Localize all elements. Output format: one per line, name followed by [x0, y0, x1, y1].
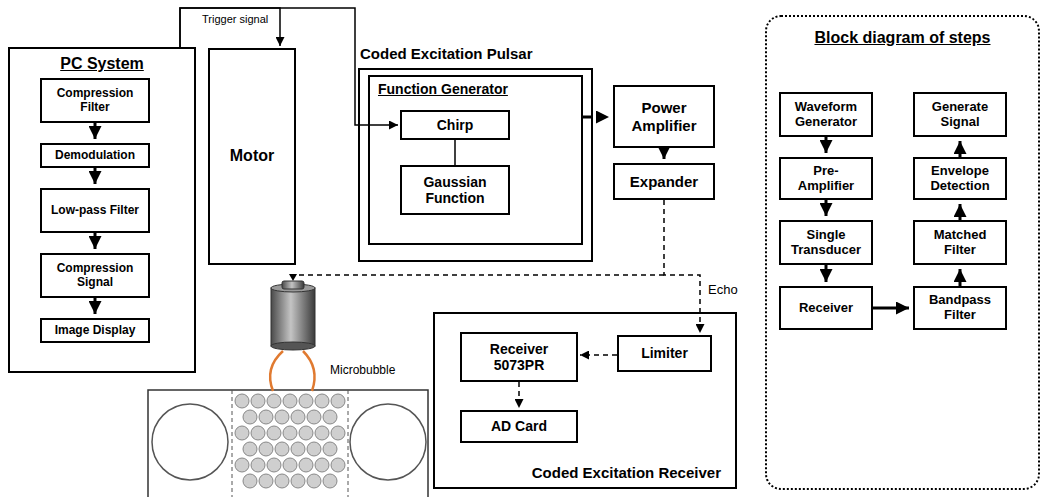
- panel-heading: Function Generator: [378, 81, 508, 97]
- expander-wire: [289, 274, 664, 281]
- process-box: Compression Signal: [40, 253, 150, 298]
- connector: [94, 298, 97, 314]
- step-box: Bandpass Filter: [913, 286, 1007, 330]
- box-text: Compression Signal: [47, 262, 143, 290]
- edge-label: Echo: [706, 283, 740, 298]
- process-box: AD Card: [460, 410, 578, 443]
- process-box: Receiver 5073PR: [460, 332, 578, 382]
- ultrasound-beam: [270, 351, 314, 391]
- system-panel: PC SystemCompression FilterDemodulationL…: [8, 47, 196, 373]
- part-label: Microbubble: [328, 364, 397, 378]
- receiver-panel: Coded Excitation Receiver Receiver 5073PR…: [433, 312, 737, 489]
- process-box: Chirp: [400, 110, 510, 140]
- connector: [454, 140, 456, 165]
- panel-heading: Coded Excitation Receiver: [532, 464, 721, 481]
- tube: [148, 390, 428, 497]
- connector: [825, 137, 828, 153]
- box-text: Low-pass Filter: [51, 204, 139, 218]
- connector: [959, 204, 962, 220]
- dashed-connector: [518, 382, 520, 408]
- step-box: Matched Filter: [913, 220, 1007, 265]
- box-text: Envelope Detection: [920, 164, 1000, 194]
- connector: [663, 148, 666, 159]
- box-text: Single Transducer: [786, 228, 866, 258]
- box-text: Motor: [230, 147, 274, 165]
- connector: [959, 269, 962, 286]
- step-box: Waveform Generator: [779, 92, 873, 137]
- box-text: Image Display: [55, 324, 136, 338]
- box-text: Demodulation: [55, 149, 135, 163]
- box-text: Matched Filter: [920, 228, 1000, 258]
- box-text: Expander: [630, 173, 698, 190]
- process-box: Limiter: [617, 335, 712, 372]
- panel-heading: PC System: [10, 55, 194, 73]
- box-text: Generate Signal: [920, 100, 1000, 130]
- process-box: Compression Filter: [40, 78, 150, 123]
- connector: [959, 141, 962, 157]
- pulser-panel: Coded Excitation PulsarFunction Generato…: [358, 68, 593, 262]
- box-text: Receiver 5073PR: [467, 341, 571, 373]
- process-box: Power Amplifier: [613, 85, 715, 148]
- box-text: Gaussian Function: [407, 174, 503, 206]
- step-box: Generate Signal: [913, 92, 1007, 137]
- box-text: Bandpass Filter: [920, 293, 1000, 323]
- transducer: [271, 281, 315, 350]
- dashed-connector: [583, 116, 609, 119]
- connector: [94, 233, 97, 249]
- steps-panel: Block diagram of stepsWaveform Generator…: [765, 15, 1040, 490]
- box-text: Pre-Amplifier: [786, 164, 866, 194]
- step-box: Single Transducer: [779, 220, 873, 265]
- process-box: Gaussian Function: [400, 165, 510, 215]
- step-box: Pre-Amplifier: [779, 157, 873, 200]
- motor-box: Motor: [208, 48, 296, 265]
- process-box: Image Display: [40, 318, 150, 343]
- connector: [825, 265, 828, 282]
- process-box: Low-pass Filter: [40, 188, 150, 233]
- box-text: Limiter: [641, 345, 688, 361]
- panel-heading: Block diagram of steps: [767, 29, 1038, 47]
- connector: [825, 200, 828, 216]
- process-box: Demodulation: [40, 143, 150, 168]
- process-box: Expander: [613, 163, 715, 200]
- step-box: Envelope Detection: [913, 157, 1007, 200]
- step-box: Receiver: [779, 286, 873, 330]
- box-text: Receiver: [799, 301, 853, 316]
- box-text: Chirp: [437, 117, 474, 133]
- connector: [873, 307, 909, 310]
- microbubbles: [235, 394, 345, 488]
- generator-panel: Function GeneratorChirpGaussian Function: [368, 75, 583, 245]
- box-text: Compression Filter: [47, 87, 143, 115]
- dashed-connector: [580, 354, 617, 356]
- connector: [94, 123, 97, 139]
- connector: [94, 168, 97, 184]
- panel-heading: Coded Excitation Pulsar: [360, 45, 533, 62]
- box-text: Waveform Generator: [786, 100, 866, 130]
- box-text: AD Card: [491, 418, 547, 434]
- connector: [180, 8, 280, 47]
- box-text: Power Amplifier: [620, 99, 708, 134]
- signal-label: Trigger signal: [200, 13, 270, 26]
